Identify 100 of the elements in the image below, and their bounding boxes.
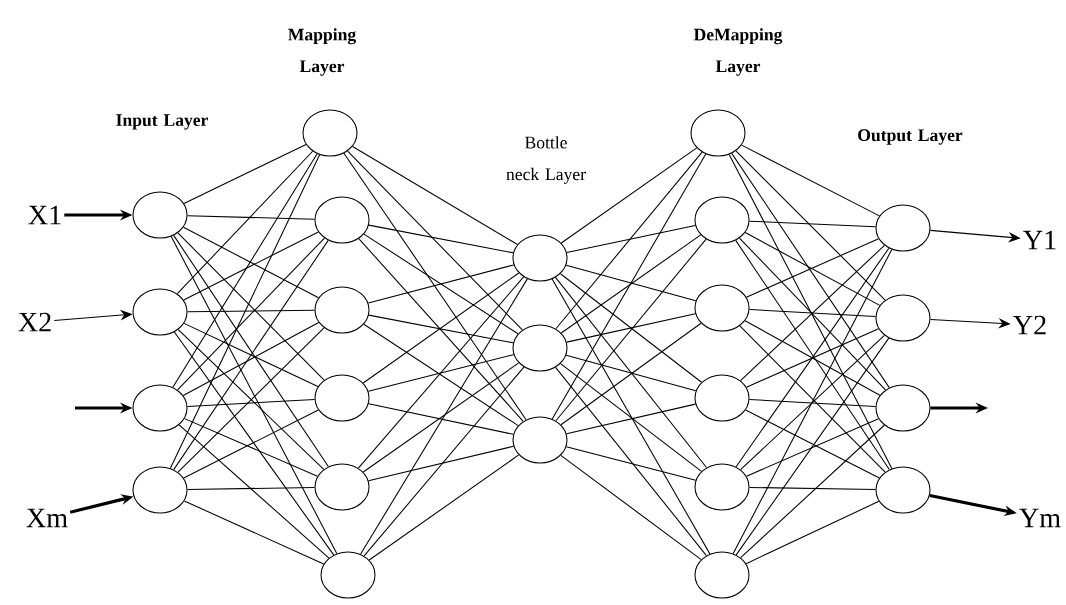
connection-line [352,145,518,246]
connection-line [566,225,696,253]
layer-label: Input Layer [116,114,208,130]
neuron-circle [694,196,750,244]
layer-label: Bottle neck Layer [506,136,586,184]
connection-line [745,500,880,565]
connection-line [363,233,519,335]
connection-line [368,454,520,561]
connection-line [172,153,318,388]
neuron-circle [875,384,931,432]
layer-label: Mapping Layer [288,28,356,76]
connection-line [554,276,708,469]
connection-line [173,331,335,556]
connection-line [178,424,330,559]
connection-line [559,273,703,383]
connection-line [745,238,880,298]
connection-line [565,446,697,481]
neuron-circle [875,294,931,342]
neuron-circle [314,374,370,422]
neuron-circle [314,286,370,334]
connection-line [368,445,514,482]
variable-label: Xm [26,508,68,528]
connection-line [560,363,702,472]
neuron-circle [314,463,370,511]
connection-line [745,328,880,388]
connection-line [745,409,880,479]
connection-line [728,153,893,469]
connection-line [347,150,523,331]
connection-line [367,264,515,304]
connection-line [187,309,315,313]
connection-line [748,220,877,228]
connection-line [741,144,880,217]
connection-line [551,153,707,420]
connection-line [748,399,877,407]
variable-label: Y1 [1023,230,1056,250]
connection-line [731,152,890,389]
connection-line [170,235,338,555]
connection-line [744,320,881,396]
neuron-circle [875,204,931,252]
connection-line [176,150,314,295]
neuron-circle [694,374,750,422]
neuron-circle [512,324,568,372]
connection-line [560,454,702,561]
connection-line [360,278,528,555]
connection-line [368,314,514,344]
connection-line [183,500,325,565]
neuron-circle [694,551,750,599]
connection-line [363,366,525,557]
variable-label: X2 [18,312,51,332]
connection-line [560,147,698,244]
connection-line [740,424,885,559]
connection-line [368,403,514,435]
connection-line [732,248,893,555]
connection-line [566,313,696,343]
connection-line [187,486,315,491]
layer-label: Output Layer [858,129,963,145]
connection-line [357,276,525,469]
neuron-circle [132,288,188,336]
connection-line [184,418,318,477]
connection-line [183,409,319,479]
connection-line [368,224,514,254]
connection-line [560,234,702,334]
connection-line [362,362,520,473]
connection-line [367,354,515,392]
neuron-circle [694,463,750,511]
connection-line [566,403,696,435]
connection-line [748,308,877,317]
connection-line [358,238,524,422]
connection-line [362,272,520,384]
neuron-circle [512,416,568,464]
neuron-circle [132,191,188,239]
connection-line [735,337,890,556]
neuron-circle [320,551,376,599]
connection-line [565,264,697,302]
connection-line [735,150,886,301]
layer-label: DeMapping Layer [693,28,783,76]
neuron-circle [132,466,188,514]
connection-line [186,398,316,407]
connection-line [555,151,703,330]
connection-line [169,154,321,469]
connection-line [187,215,315,220]
variable-label: Y2 [1013,315,1046,335]
neuron-circle [690,109,746,157]
connection-line [744,232,881,306]
neuron-circle [302,109,358,157]
neuron-circle [512,234,568,282]
connection-line [343,152,527,421]
connection-line [551,278,711,555]
neuron-circle [314,196,370,244]
variable-label: Ym [1019,508,1061,528]
neuron-circle [694,284,750,332]
connection-line [749,486,876,491]
neuron-circle [875,466,931,514]
connection-line [560,322,702,426]
variable-label: X1 [28,205,61,225]
connection-line [746,418,879,477]
connection-line [555,238,707,422]
connection-line [363,323,519,427]
neuron-circle [132,384,188,432]
connection-line [565,354,697,392]
